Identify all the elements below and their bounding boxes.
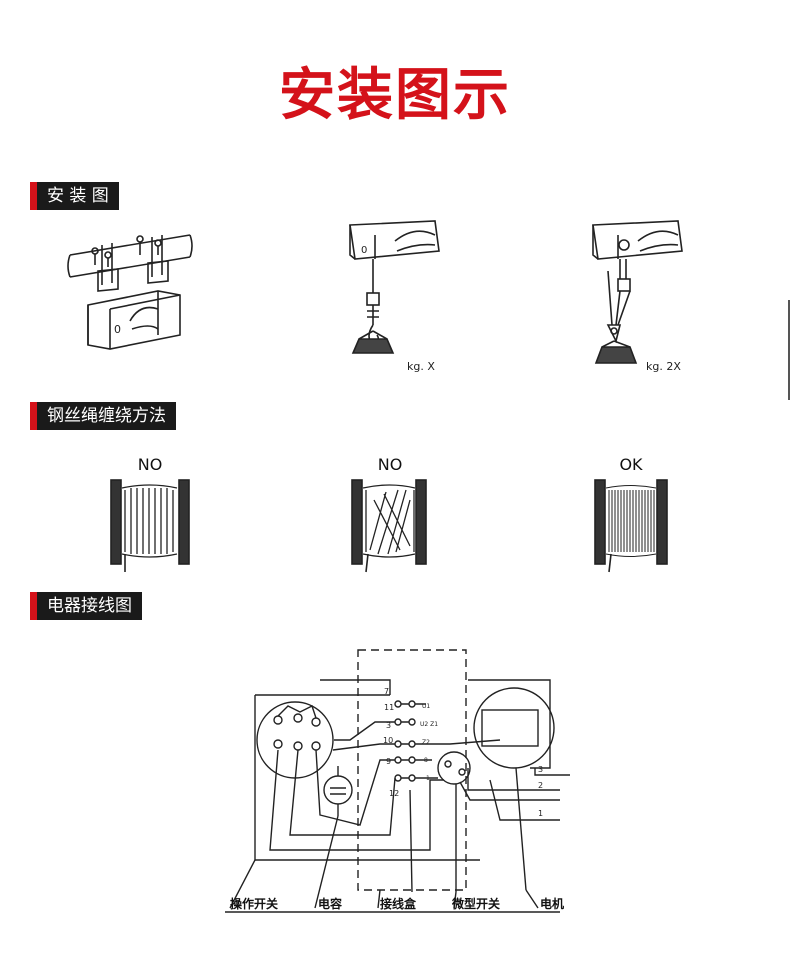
terminal-number: 12 — [389, 789, 399, 798]
drum-bad-winding-2: NO — [351, 455, 427, 573]
terminal-tag: U2 Z1 — [420, 721, 438, 728]
drum-label: OK — [619, 455, 643, 474]
micro-switch-symbol — [437, 751, 471, 785]
wire-number: 2 — [538, 781, 543, 790]
single-line-lift-figure: 0 kg. X — [349, 220, 440, 373]
label-motor: 电机 — [540, 896, 564, 911]
label-junction-box: 接线盒 — [380, 896, 417, 911]
label-capacitor: 电容 — [318, 896, 342, 911]
hoist-mounting-figure: 0 — [67, 234, 193, 350]
section-marker — [30, 592, 37, 620]
terminal-number: 10 — [383, 736, 393, 745]
junction-box-outline — [357, 649, 467, 891]
wiring-diagram: 7 11 3 10 9 12 U1 U2 Z1 Z2 8 1 3 2 1 操作开… — [225, 649, 570, 913]
label-micro-switch: 微型开关 — [451, 896, 500, 911]
operating-switch-symbol — [256, 701, 334, 779]
drum-bad-winding-1: NO — [110, 455, 190, 572]
svg-text:0: 0 — [114, 323, 121, 336]
motor-symbol — [473, 687, 555, 769]
load-label-2x: kg. 2X — [646, 360, 681, 373]
page-edge-line — [788, 300, 790, 400]
section-marker — [30, 182, 37, 210]
label-operating-switch: 操作开关 — [230, 896, 278, 911]
drum-label: NO — [138, 455, 163, 474]
page-title: 安装图示 — [279, 63, 511, 128]
wire-number: 1 — [538, 809, 543, 818]
wire-number: 3 — [538, 765, 543, 774]
section-label: 钢丝绳缠绕方法 — [37, 402, 176, 430]
terminal-tag: 8 — [424, 757, 428, 764]
terminal-number: 7 — [384, 687, 389, 696]
section-label: 安 装 图 — [37, 182, 119, 210]
drum-label: NO — [378, 455, 403, 474]
terminal-number: 3 — [386, 721, 391, 730]
section-header-wiring: 电器接线图 — [30, 592, 142, 620]
section-header-install: 安 装 图 — [30, 182, 119, 210]
capacitor-symbol — [323, 775, 353, 805]
terminal-tag: Z2 — [422, 739, 430, 746]
section-marker — [30, 402, 37, 430]
section-label: 电器接线图 — [37, 592, 142, 620]
drum-good-winding: OK — [594, 455, 668, 573]
terminal-number: 11 — [384, 703, 394, 712]
svg-text:0: 0 — [361, 245, 367, 256]
terminal-number: 9 — [386, 757, 391, 766]
terminal-tag: U1 — [422, 703, 430, 710]
terminal-tag: 1 — [426, 775, 430, 782]
section-header-winding: 钢丝绳缠绕方法 — [30, 402, 176, 430]
load-label-x: kg. X — [407, 360, 435, 373]
double-line-lift-figure: kg. 2X — [592, 220, 683, 373]
